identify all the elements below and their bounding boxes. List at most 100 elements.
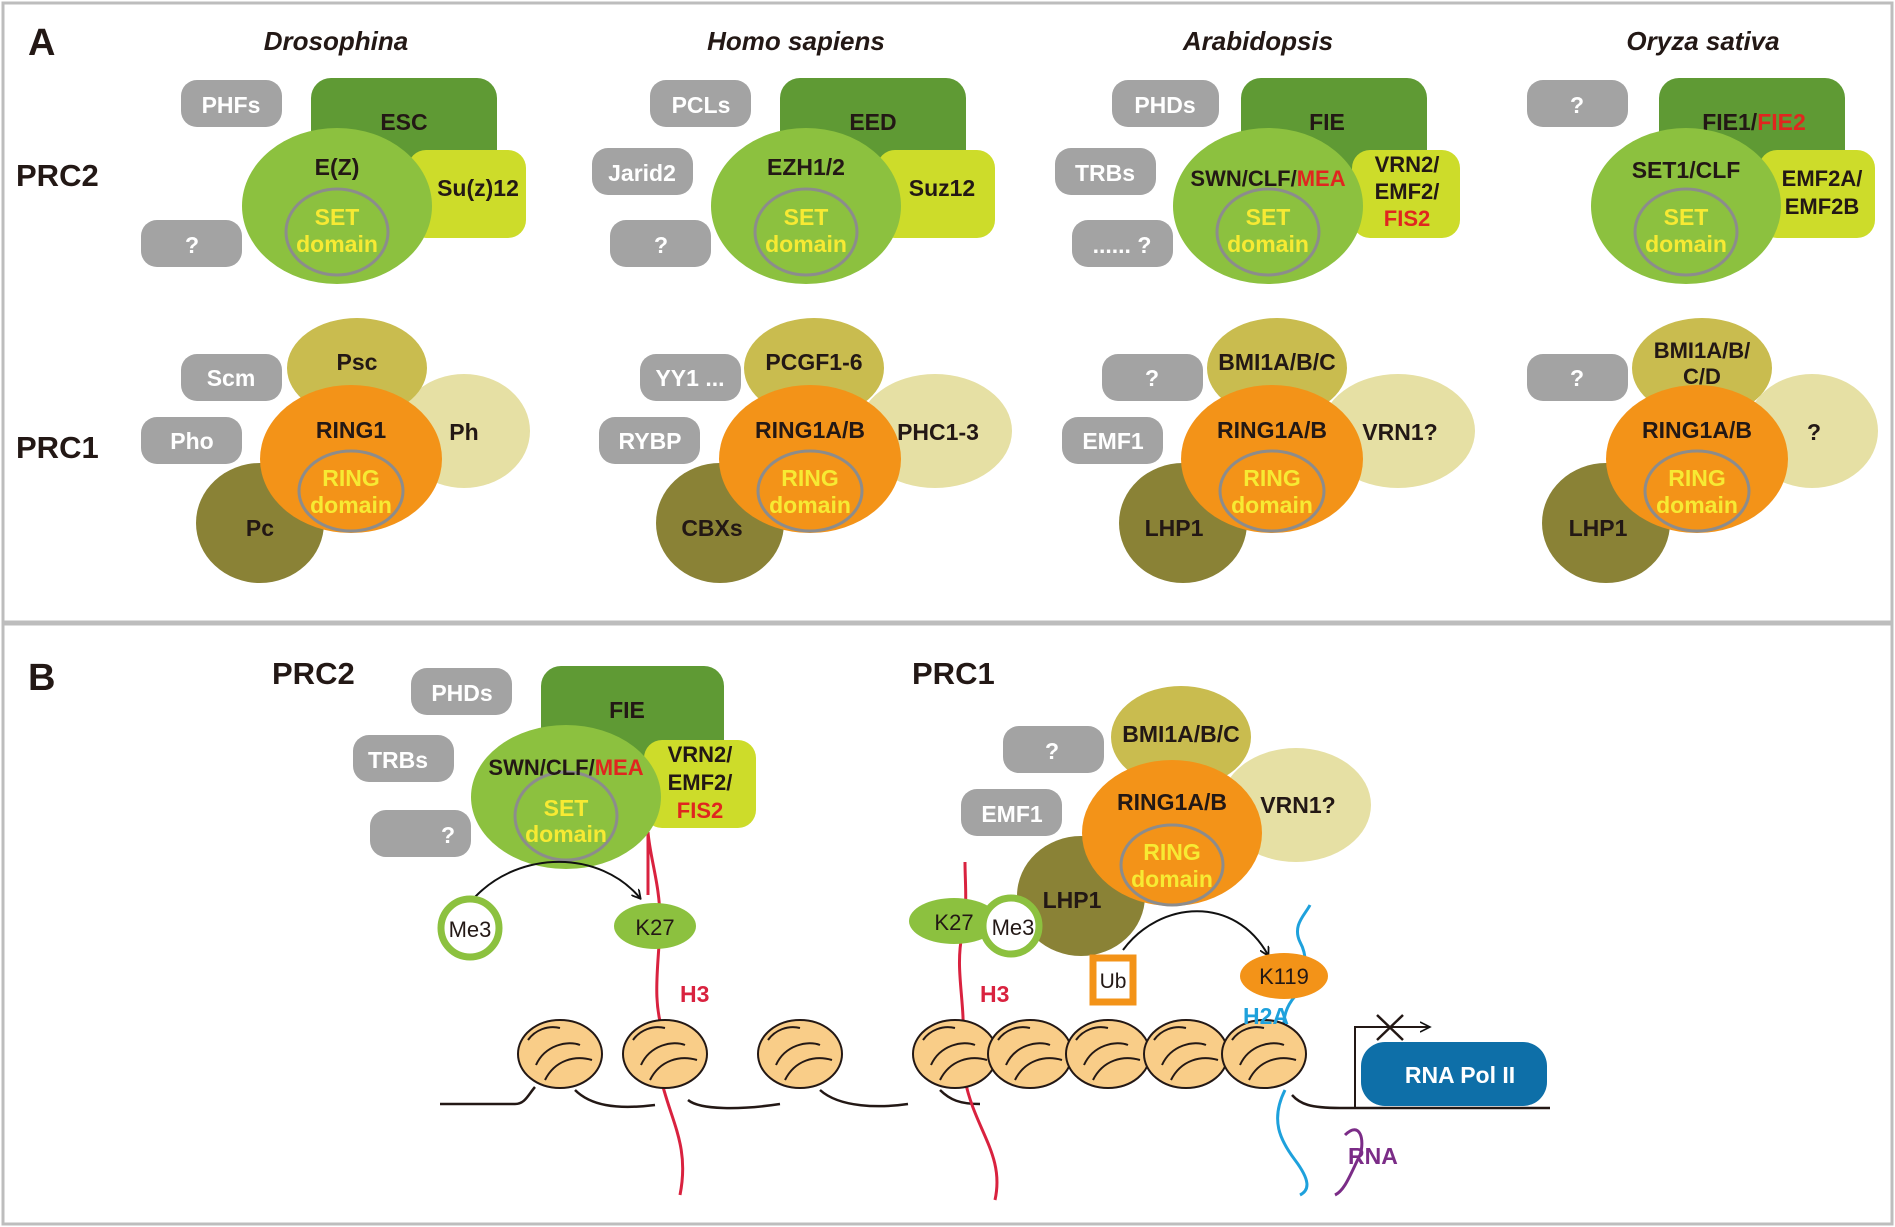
fie1-label: FIE1/ — [1702, 109, 1758, 135]
accessory-pill — [1112, 80, 1219, 127]
domain-label: SET — [544, 795, 589, 821]
domain-label: SET — [1664, 204, 1709, 230]
set-label-mea: MEA — [595, 755, 644, 780]
nucleosome — [622, 1019, 708, 1089]
accessory-pill — [1055, 148, 1156, 195]
nucleosome — [987, 1019, 1073, 1089]
accessory-label: ? — [654, 232, 668, 258]
nucleosome — [757, 1019, 843, 1089]
accessory-pill — [1072, 220, 1173, 267]
bmi1-label-2: C/D — [1683, 364, 1721, 389]
accessory-pill — [141, 220, 242, 267]
prc2-complex-homo-sapiens: PCLs Jarid2 ? EED Suz12 EZH1/2 SET domai… — [592, 78, 995, 284]
ring-domain-ring — [1119, 823, 1225, 907]
me3-mark — [437, 895, 503, 961]
accessory-pill — [181, 354, 282, 401]
pc-label: Pc — [246, 515, 274, 541]
emf2-label: EMF2/ — [1375, 179, 1440, 204]
domain-label: domain — [296, 231, 378, 257]
ring-domain-ring — [297, 449, 405, 533]
nucleosome — [912, 1019, 998, 1089]
set-domain-ring — [513, 770, 619, 862]
ring-subunit — [1181, 385, 1363, 533]
psc-label: Psc — [337, 349, 378, 375]
accessory-pill — [411, 668, 512, 715]
ring-subunit — [719, 385, 901, 533]
h3-tail-left — [646, 831, 685, 1196]
esc-label: ESC — [380, 109, 427, 135]
me3-mark — [979, 894, 1043, 958]
bmi1-label: BMI1A/B/C — [1122, 721, 1240, 747]
domain-label: domain — [525, 821, 607, 847]
accessory-label: ? — [1045, 738, 1059, 764]
set-domain-ring — [284, 187, 390, 277]
suz12-label: Suz12 — [909, 175, 975, 201]
accessory-label: PCLs — [672, 92, 731, 118]
h3-label-right: H3 — [980, 981, 1009, 1007]
set-label: EZH1/2 — [767, 154, 845, 180]
accessory-pill — [640, 354, 741, 401]
prc1-complex-arabidopsis: ? EMF1 VRN1? BMI1A/B/C LHP1 RING1A/B RIN… — [1062, 318, 1475, 583]
accessory-label: ? — [1570, 92, 1584, 118]
ring-label: RING1A/B — [755, 417, 865, 443]
fis2-label: FIS2 — [677, 798, 723, 823]
me3-label: Me3 — [992, 915, 1035, 940]
ring-label: RING1A/B — [1642, 417, 1752, 443]
fis2-label: FIS2 — [1384, 206, 1430, 231]
accessory-label: YY1 ... — [655, 365, 724, 391]
accessory-label: EMF1 — [1082, 428, 1144, 454]
fie-label: FIE1/FIE2 — [1702, 109, 1806, 135]
domain-label: SET — [315, 204, 360, 230]
species-title-oryza-sativa: Oryza sativa — [1626, 26, 1779, 56]
domain-label: domain — [765, 231, 847, 257]
lhp1-label: LHP1 — [1145, 515, 1204, 541]
accessory-pill — [1003, 726, 1104, 773]
species-title-homo-sapiens: Homo sapiens — [707, 26, 885, 56]
panel-b-prc2-complex: PHDs TRBs ? FIE VRN2/ EMF2/ FIS2 SWN/CLF… — [353, 666, 756, 869]
vrn2-subunit — [644, 740, 756, 828]
ring-domain-ring — [1643, 449, 1751, 533]
species-title-arabidopsis: Arabidopsis — [1182, 26, 1333, 56]
ub-mark — [1089, 954, 1137, 1006]
ring-domain-ring — [1218, 449, 1326, 533]
suz12-subunit — [877, 150, 995, 238]
prc1-complex-oryza-sativa: ? ? BMI1A/B/ C/D LHP1 RING1A/B RING doma… — [1527, 318, 1878, 583]
accessory-pill — [370, 810, 471, 857]
ub-label: Ub — [1100, 970, 1127, 993]
emf2b-label: EMF2B — [1785, 194, 1860, 219]
row-label-prc2: PRC2 — [16, 158, 99, 193]
block-cross-icon — [1376, 1014, 1404, 1041]
accessory-pill — [610, 220, 711, 267]
accessory-label: RYBP — [618, 428, 681, 454]
accessory-pill — [650, 80, 751, 127]
vrn1-label: VRN1? — [1260, 792, 1335, 818]
accessory-pill — [961, 789, 1062, 836]
accessory-label: ? — [441, 822, 455, 848]
accessory-pill — [1527, 80, 1628, 127]
dna-strand — [440, 1086, 1550, 1110]
rna-pol-ii — [1361, 1042, 1547, 1106]
accessory-pill — [1062, 417, 1163, 464]
accessory-label: EMF1 — [981, 801, 1043, 827]
set-label: SWN/CLF/MEA — [1190, 166, 1345, 191]
su12-subunit — [408, 150, 526, 238]
ring-label: RING1 — [316, 417, 387, 443]
domain-label: domain — [1645, 231, 1727, 257]
k27-label: K27 — [934, 910, 973, 935]
panel-a-letter: A — [28, 22, 55, 64]
accessory-label: TRBs — [1075, 160, 1135, 186]
me3-label: Me3 — [449, 917, 492, 942]
k27-mark — [614, 903, 696, 949]
accessory-label: Pho — [170, 428, 213, 454]
accessory-label: PHDs — [431, 680, 492, 706]
domain-label: RING — [1243, 465, 1301, 491]
domain-label: domain — [1227, 231, 1309, 257]
accessory-label: ...... ? — [1093, 232, 1152, 258]
accessory-pill — [1527, 354, 1628, 401]
accessory-label: ? — [1570, 365, 1584, 391]
set-domain-ring — [753, 187, 859, 277]
species-title-drosophina: Drosophina — [264, 26, 408, 56]
emf2-label: EMF2/ — [668, 770, 733, 795]
accessory-label: ? — [185, 232, 199, 258]
accessory-pill — [141, 417, 242, 464]
